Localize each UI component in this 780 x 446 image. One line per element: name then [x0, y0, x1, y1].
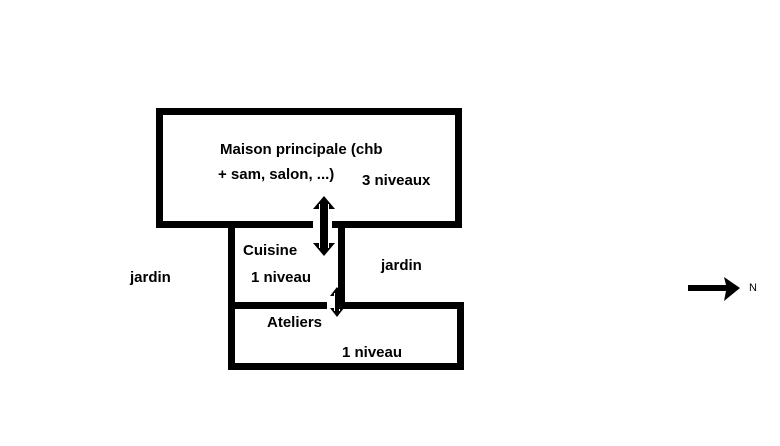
workshop-wall-top-left [228, 302, 327, 309]
workshop-label: Ateliers [267, 314, 323, 331]
kitchen-wall-left [228, 228, 235, 309]
main-house-wall-bottom-left [156, 221, 313, 228]
main-house-wall-right [455, 108, 462, 228]
main-house-wall-left [156, 108, 163, 228]
workshop-wall-bottom [228, 363, 464, 370]
workshop-wall-right [457, 302, 464, 370]
workshop-wall-top-right [345, 302, 464, 309]
main-house-wall-top [156, 108, 462, 115]
kitchen-label: Cuisine [243, 242, 298, 259]
main-house-levels-label: 3 niveaux [362, 172, 431, 189]
double-arrow-vertical-small-icon [330, 287, 344, 317]
double-arrow-vertical-icon [313, 196, 335, 256]
kitchen-wall-right [338, 228, 345, 309]
kitchen-levels-label: 1 niveau [251, 269, 312, 286]
compass-arrow-right-icon [688, 277, 740, 301]
garden-right-label: jardin [381, 257, 422, 274]
main-house-label-line1: Maison principale (chb [220, 141, 383, 158]
garden-left-label: jardin [130, 269, 171, 286]
main-house-label-line2: + sam, salon, ...) [218, 166, 335, 183]
main-house-wall-bottom-right [332, 221, 462, 228]
workshop-levels-label: 1 niveau [342, 344, 403, 361]
compass-north-label: N [749, 282, 757, 294]
workshop-wall-left [228, 302, 235, 370]
